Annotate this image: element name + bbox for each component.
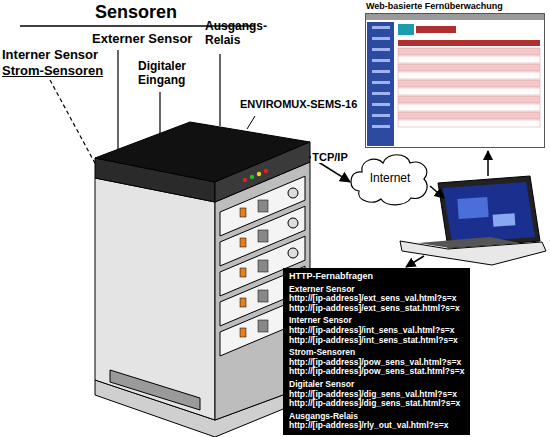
screenshot-ground xyxy=(365,13,545,148)
query-line: http://[ip-address]/pow_sens_val.html?s=… xyxy=(289,358,464,368)
sensor-wire xyxy=(117,50,118,149)
table-row xyxy=(398,64,540,71)
query-line: Interner Sensor xyxy=(289,316,464,326)
banner xyxy=(416,26,456,33)
sensor-wire xyxy=(159,92,160,133)
table-row xyxy=(398,112,540,119)
title-bar xyxy=(366,14,544,20)
keyboard xyxy=(418,237,520,248)
query-line: http://[ip-address]/ext_sens_stat.html?s… xyxy=(289,304,464,314)
table-row xyxy=(398,88,540,95)
unit-port xyxy=(258,260,268,272)
nav-item xyxy=(372,114,390,117)
unit-port xyxy=(258,200,268,212)
device-front xyxy=(215,142,310,202)
leader-line xyxy=(247,116,255,129)
arrow xyxy=(487,151,489,176)
rack-side xyxy=(95,178,215,420)
device-name: ENVIROMUX-SEMS-16 xyxy=(240,98,357,110)
table-row xyxy=(398,104,540,111)
unit-port xyxy=(240,298,246,307)
nav-column xyxy=(367,22,394,146)
sensor-label: Ausgangs-Relais xyxy=(205,20,277,48)
knob xyxy=(288,248,298,258)
laptop-screen xyxy=(443,182,535,243)
sensor-label: Externer Sensor xyxy=(92,32,192,47)
arrow xyxy=(406,256,424,267)
device-box: ENVIROMUX-SEMS-16 xyxy=(95,118,310,204)
unit-port xyxy=(240,238,246,247)
query-line: http://[ip-address]/int_sens_val.html?s=… xyxy=(289,326,464,336)
query-line: Strom-Sensoren xyxy=(289,348,464,358)
screenshot-heading: Web-basierte Fernüberwachung xyxy=(366,1,503,11)
unit-port xyxy=(240,268,246,277)
unit-port xyxy=(258,320,268,332)
table-row xyxy=(398,48,540,55)
led xyxy=(264,169,268,173)
nav-item xyxy=(372,92,390,95)
table-rows xyxy=(372,26,540,128)
query-line: Digitaler Sensor xyxy=(289,380,464,390)
table-header xyxy=(398,40,540,46)
sensor-wire xyxy=(219,54,220,126)
unit-port xyxy=(258,290,268,302)
rack-base xyxy=(110,370,200,410)
knob xyxy=(288,218,298,228)
query-line: http://[ip-address]/ext_sens_val.html?s=… xyxy=(289,294,464,304)
cloud-label: Internet xyxy=(350,171,430,185)
query-line: http://[ip-address]/pow_sens_stat.html?s… xyxy=(289,367,464,377)
nav-item xyxy=(372,81,390,84)
query-line: Ausgangs-Relais xyxy=(289,412,464,422)
query-line: Externer Sensor xyxy=(289,285,464,295)
cloud-node: Internet xyxy=(350,150,430,208)
knob xyxy=(288,188,298,198)
query-line: http://[ip-address]/rly_out_val.html?s=x xyxy=(289,421,464,431)
nav-item xyxy=(372,37,390,40)
led xyxy=(243,178,247,182)
screenshot-frame: Web-basierte Fernüberwachung xyxy=(365,13,545,148)
unit-port xyxy=(258,230,268,242)
nav-item xyxy=(372,26,390,29)
nav-item xyxy=(372,59,390,62)
unit-port xyxy=(240,328,246,337)
led xyxy=(257,172,261,176)
led xyxy=(250,175,254,179)
query-line: HTTP-Fernabfragen xyxy=(289,272,464,282)
table-row xyxy=(398,96,540,103)
query-line: http://[ip-address]/dig_sens_stat.html?s… xyxy=(289,399,464,409)
enviromux-device xyxy=(95,122,310,202)
table-row xyxy=(398,80,540,87)
web-screenshot xyxy=(365,13,545,148)
nav-item xyxy=(372,48,390,51)
table-row xyxy=(398,56,540,63)
query-line: http://[ip-address]/int_sens_stat.html?s… xyxy=(289,336,464,346)
connector-label: TCP/IP xyxy=(311,151,348,163)
table-row xyxy=(398,72,540,79)
group-heading: Sensoren xyxy=(95,2,177,23)
nav-item xyxy=(372,70,390,73)
query-line: http://[ip-address]/dig_sens_val.html?s=… xyxy=(289,390,464,400)
rack-cabinet xyxy=(95,162,310,437)
unit-port xyxy=(240,208,246,217)
sensor-label: Strom-Sensoren xyxy=(2,64,103,79)
nav-item xyxy=(372,125,390,128)
sensor-wire xyxy=(50,80,97,167)
sensor-label: Digitaler Eingang xyxy=(138,60,208,88)
http-box: HTTP-FernabfragenExterner Sensorhttp://[… xyxy=(283,268,470,435)
screen-window xyxy=(493,213,516,227)
arrow xyxy=(430,186,444,198)
table-row xyxy=(398,120,540,127)
logo xyxy=(398,24,414,35)
sensor-label: Interner Sensor xyxy=(2,48,98,63)
screen-window xyxy=(457,197,488,219)
nav-item xyxy=(372,103,390,106)
